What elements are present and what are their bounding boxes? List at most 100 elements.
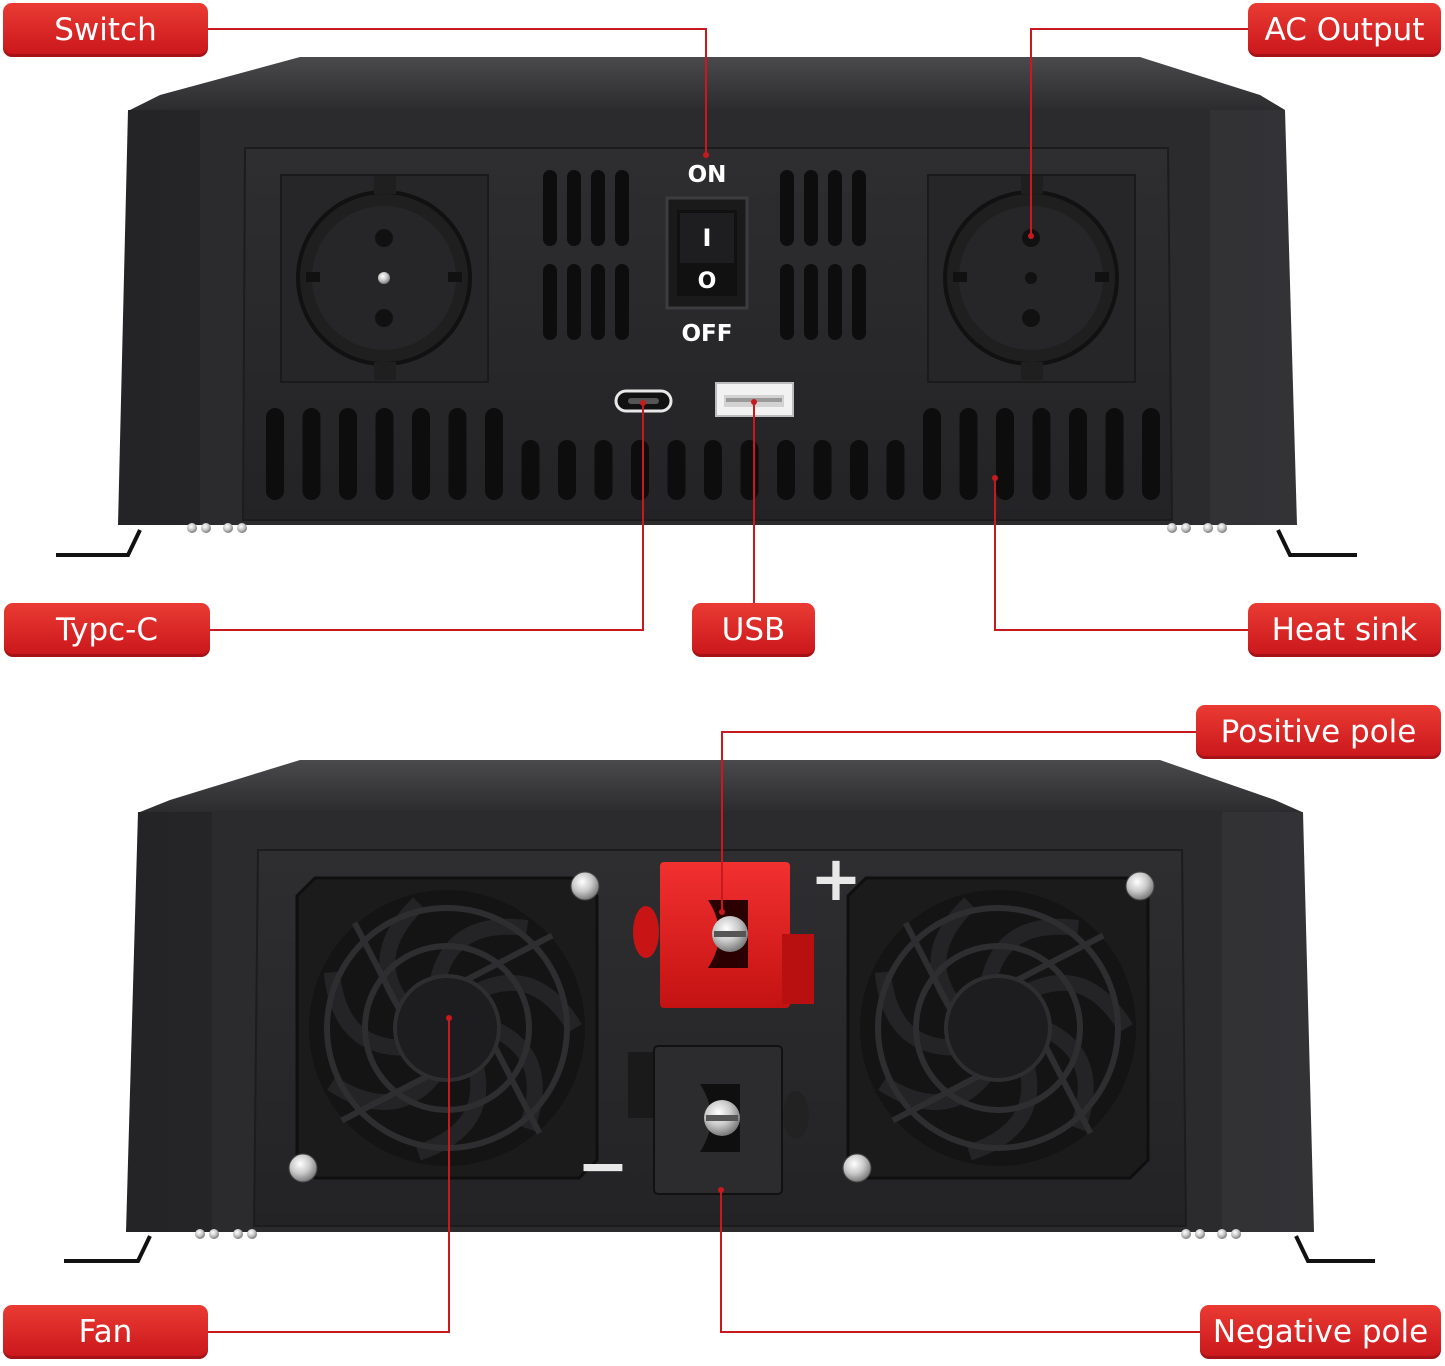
front-foot-left [56, 529, 142, 557]
rear-bottom-screws [195, 1229, 1241, 1239]
vent-slot [448, 408, 467, 500]
vent-slot [1105, 408, 1124, 500]
heat-sink-vents [266, 408, 1160, 500]
leader-positive-pole [721, 731, 1196, 912]
vent-slot [339, 408, 357, 500]
vent-slot [850, 440, 868, 500]
label-positive-pole: Positive pole [1196, 705, 1441, 759]
vent-slot [996, 408, 1014, 500]
schuko-socket-icon [927, 174, 1136, 383]
switch-on-label: ON [688, 162, 727, 188]
fan-guard-spoke [891, 1072, 983, 1124]
vent-slot [1032, 408, 1051, 500]
negative-terminal [628, 1045, 809, 1195]
vent-slot [567, 170, 581, 246]
fan-guard-spoke [351, 921, 403, 1013]
label-usb: USB [692, 603, 815, 657]
label-fan: Fan [3, 1305, 208, 1359]
front-bottom-screws [187, 523, 1227, 533]
label-heat-sink: Heat sink [1248, 603, 1441, 657]
leader-ac-output [1030, 28, 1248, 236]
vent-slot [780, 264, 794, 340]
vent-slot [567, 264, 581, 340]
cooling-fan-icon [846, 876, 1150, 1180]
leader-switch [208, 28, 707, 155]
fan-guard-ring [913, 943, 1083, 1113]
vent-slot [923, 408, 941, 500]
vent-slot [591, 264, 605, 340]
vent-slot [852, 170, 866, 246]
vent-slot [1069, 408, 1087, 500]
leader-heat-sink [994, 478, 1248, 631]
screw-icon [570, 871, 600, 901]
vent-slot [521, 440, 540, 500]
vent-slot [852, 264, 866, 340]
leader-endpoints [446, 152, 1034, 1193]
vent-slot [412, 408, 430, 500]
fan-guard-spoke [340, 1072, 432, 1124]
plus-mark: + [810, 842, 862, 915]
vent-slot [266, 408, 284, 500]
schuko-socket-icon [280, 174, 489, 383]
front-foot-right [1276, 529, 1357, 557]
vent-slot [813, 440, 832, 500]
screw-icon [1125, 871, 1155, 901]
fan-guard-spoke [1013, 932, 1105, 984]
minus-mark: − [577, 1129, 629, 1202]
leader-lines [208, 28, 1248, 1333]
vent-slot [543, 264, 557, 340]
switch-on-symbol: I [703, 224, 712, 252]
screw-icon [842, 1153, 872, 1183]
vent-slot [804, 170, 818, 246]
vent-slot [302, 408, 321, 500]
fan-hub [944, 974, 1052, 1082]
vent-slot [591, 170, 605, 246]
vent-slot [594, 440, 613, 500]
cooling-fan-icon [295, 876, 599, 1180]
fan-guard-spoke [1042, 1043, 1094, 1135]
fan-guard-spoke [902, 921, 954, 1013]
leader-fan [208, 1018, 450, 1333]
vent-slot [485, 408, 503, 500]
screw-icon [288, 1153, 318, 1183]
vent-slot [780, 170, 794, 246]
vent-slot [828, 170, 842, 246]
vent-slot [886, 440, 905, 500]
label-switch: Switch [3, 3, 208, 57]
front-housing-top [130, 57, 1285, 110]
fan-guard-spoke [462, 932, 554, 984]
vent-slot [1142, 408, 1160, 500]
vent-slot [558, 440, 576, 500]
front-panel-device: I O ON OFF [56, 57, 1357, 557]
vent-slot [828, 264, 842, 340]
fan-guard-ring [875, 905, 1121, 1151]
vent-slot [543, 170, 557, 246]
label-ac-output: AC Output [1248, 3, 1441, 57]
vent-slot [959, 408, 978, 500]
label-negative-pole: Negative pole [1200, 1305, 1441, 1359]
rear-foot-left [64, 1235, 152, 1263]
rear-panel-device: + − [64, 760, 1375, 1263]
vent-slot [615, 170, 629, 246]
fan-guard-ring [324, 905, 570, 1151]
fan-guard-spoke [491, 1043, 543, 1135]
rear-foot-right [1294, 1235, 1375, 1263]
positive-terminal [633, 862, 814, 1008]
switch-off-label: OFF [682, 321, 733, 347]
switch-off-symbol: O [698, 269, 717, 294]
vent-slot [631, 440, 649, 500]
vent-slot [777, 440, 795, 500]
power-switch: I O [665, 196, 749, 310]
vent-slot [740, 440, 759, 500]
label-type-c: Typc-C [4, 603, 210, 657]
vent-slot [667, 440, 686, 500]
leader-type-c [210, 403, 644, 631]
leader-negative-pole [720, 1190, 1200, 1333]
upper-vents [543, 170, 866, 340]
vent-slot [615, 264, 629, 340]
vent-slot [804, 264, 818, 340]
vent-slot [704, 440, 722, 500]
fan-guard-ring [362, 943, 532, 1113]
